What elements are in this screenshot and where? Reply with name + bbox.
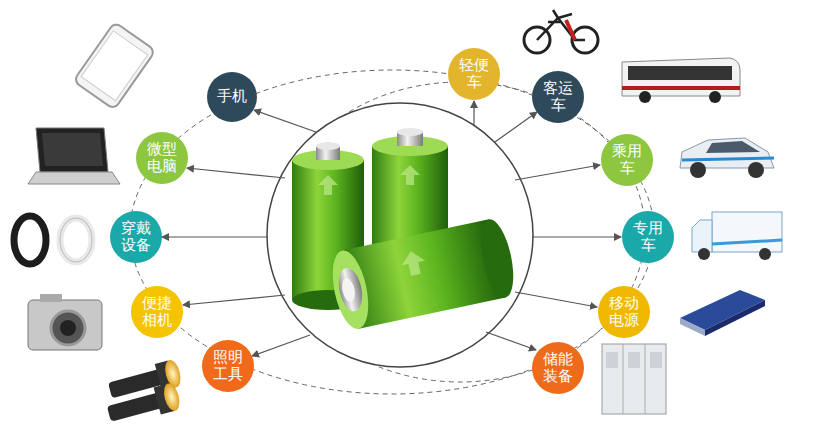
category-label: 专用 车 <box>624 220 672 255</box>
bike-icon <box>524 10 598 53</box>
category-circle: 专用 车 <box>622 211 674 263</box>
cabinet-icon <box>602 344 666 414</box>
battery-illustration <box>292 128 519 332</box>
category-circle: 穿戴 设备 <box>110 211 162 263</box>
category-circle: 储能 装备 <box>532 342 584 394</box>
category-label: 轻便 车 <box>450 57 498 92</box>
category-label: 微型 电脑 <box>138 141 186 176</box>
car-icon <box>680 138 774 178</box>
camera-icon <box>28 294 102 350</box>
category-label: 便捷 相机 <box>133 295 181 330</box>
category-label: 乘用 车 <box>603 143 651 178</box>
category-circle: 移动 电源 <box>598 286 650 338</box>
category-circle: 轻便 车 <box>448 48 500 100</box>
category-circle: 乘用 车 <box>601 134 653 186</box>
center-circle <box>267 103 533 367</box>
wristband-icon <box>14 216 92 264</box>
category-label: 穿戴 设备 <box>112 220 160 255</box>
category-circle: 照明 工具 <box>202 340 254 392</box>
category-label: 照明 工具 <box>204 349 252 384</box>
powerbank-icon <box>680 290 765 336</box>
arrows <box>162 101 621 356</box>
category-label: 储能 装备 <box>534 351 582 386</box>
category-circle: 微型 电脑 <box>136 132 188 184</box>
category-label: 移动 电源 <box>600 295 648 330</box>
phone-icon <box>73 22 155 110</box>
category-circle: 便捷 相机 <box>131 286 183 338</box>
flashlight-icon <box>105 358 183 427</box>
category-label: 手机 <box>208 88 256 105</box>
bus-icon <box>622 58 740 103</box>
dashed-ring <box>130 70 654 394</box>
truck-icon <box>692 212 782 260</box>
category-circle: 手机 <box>207 72 257 122</box>
laptop-icon <box>28 128 120 184</box>
category-circle: 客运 车 <box>532 71 584 123</box>
category-label: 客运 车 <box>534 80 582 115</box>
